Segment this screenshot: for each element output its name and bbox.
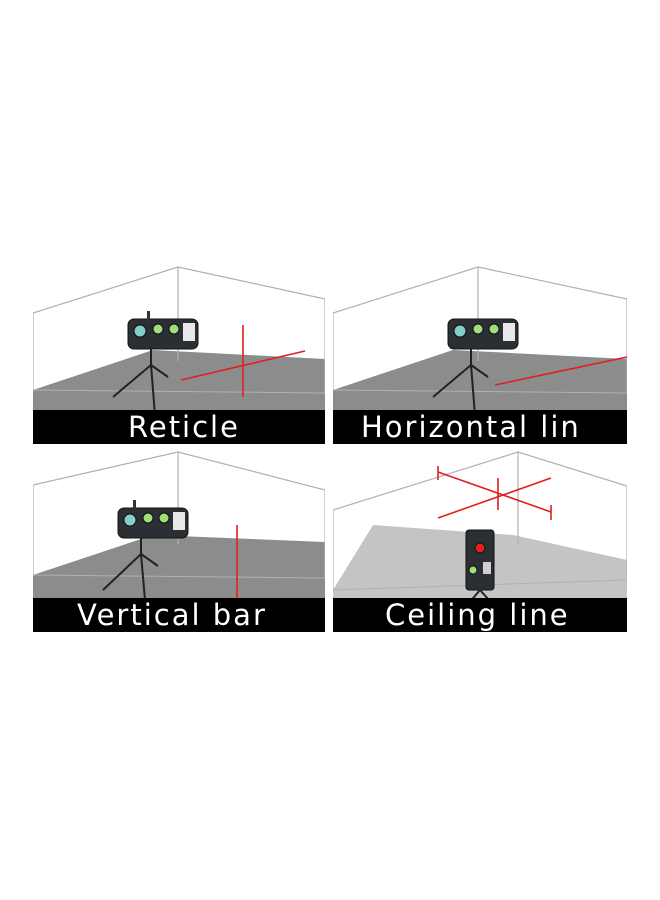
floor [33,535,325,610]
floor [33,350,325,425]
caption-ceiling-line: Ceiling line [385,598,570,632]
laser-level-icon [465,529,495,591]
caption-bar: Vertical bar [33,598,325,632]
caption-bar: Reticle [33,410,325,444]
laser-horizontal-line [180,350,306,381]
panel-horizontal-line: Horizontal lin [333,265,627,444]
panel-vertical-bar: Vertical bar [33,450,325,632]
panel-ceiling-line: Ceiling line [333,450,627,632]
laser-ceiling-line-b [437,477,552,519]
panel-reticle: Reticle [33,265,325,444]
tripod-icon [432,349,489,416]
laser-horizontal-line [494,356,627,386]
room-scene-ceiling [333,451,627,611]
caption-bar: Horizontal lin [333,410,627,444]
tripod-icon [102,538,159,601]
room-scene-horizontal [333,266,627,425]
caption-horizontal-line: Horizontal lin [361,410,581,444]
caption-bar: Ceiling line [333,598,627,632]
floor [333,350,627,425]
laser-level-icon [117,500,189,539]
caption-reticle: Reticle [128,410,240,444]
laser-level-icon [447,318,519,350]
laser-level-icon [127,311,199,350]
room-scene-vertical [33,451,325,610]
tripod-icon [112,349,169,416]
laser-ceiling-line-a [437,471,552,513]
caption-vertical-bar: Vertical bar [77,598,267,632]
room-scene-reticle [33,266,325,425]
